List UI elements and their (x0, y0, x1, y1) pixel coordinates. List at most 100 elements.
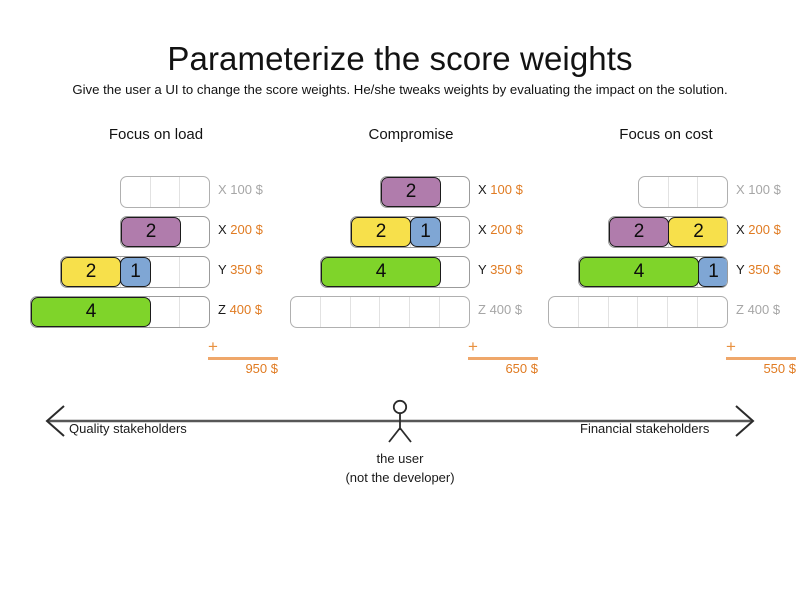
scenario-title: Focus on load (108, 126, 204, 143)
row-label-value: 350 $ (230, 262, 263, 277)
slot-gridlines (639, 177, 727, 207)
slot-tick (609, 297, 639, 327)
row-label-key: X (478, 222, 487, 237)
slot-tick (150, 257, 181, 287)
segment-blue[interactable]: 1 (120, 257, 151, 287)
weight-row-row-y-350: 4 Y 350 $ (277, 256, 545, 288)
row-label-value: 100 $ (230, 182, 263, 197)
weight-row-row-x-200: 2 X 200 $ (22, 216, 290, 248)
slot-tick (669, 177, 699, 207)
slider-fills (549, 297, 727, 327)
weight-slider-track[interactable] (120, 176, 210, 208)
segment-value: 2 (405, 181, 417, 202)
segment-value: 4 (85, 301, 97, 322)
segment-blue[interactable]: 1 (410, 217, 441, 247)
slot-tick (579, 297, 609, 327)
user-caption-line1: the user (376, 451, 424, 466)
segment-value: 4 (375, 261, 387, 282)
segment-purple[interactable]: 2 (381, 177, 441, 207)
slider-fills (121, 177, 209, 207)
row-label: Y 350 $ (478, 262, 523, 277)
page-title: Parameterize the score weights (167, 40, 633, 78)
weight-row-row-z-400: Z 400 $ (277, 296, 545, 328)
row-label: X 100 $ (478, 182, 523, 197)
segment-purple[interactable]: 2 (121, 217, 181, 247)
axis-label-quality: Quality stakeholders (69, 421, 187, 436)
sum-rule-divider (726, 357, 796, 360)
row-label: Y 350 $ (218, 262, 263, 277)
weight-slider-track[interactable]: 4 (30, 296, 210, 328)
segment-green[interactable]: 4 (321, 257, 441, 287)
scenario-title: Focus on cost (619, 126, 713, 143)
sum-block: +950 $ (208, 338, 278, 380)
segment-green[interactable]: 4 (579, 257, 699, 287)
segment-value: 2 (633, 221, 645, 242)
slider-fills: 2 (121, 217, 209, 247)
weight-row-row-x-100: X 100 $ (22, 176, 290, 208)
segment-yellow[interactable]: 2 (61, 257, 121, 287)
sum-block: +550 $ (726, 338, 796, 380)
segment-value: 2 (375, 221, 387, 242)
sum-rule-divider (468, 357, 538, 360)
slider-fills (639, 177, 727, 207)
stakeholder-axis: Quality stakeholders Financial stakehold… (0, 390, 800, 500)
row-label: Z 400 $ (218, 302, 262, 317)
segment-value: 1 (420, 221, 431, 242)
axis-arrow-icon (45, 399, 755, 443)
row-label: X 100 $ (736, 182, 781, 197)
segment-purple[interactable]: 2 (609, 217, 669, 247)
scenario-title: Compromise (368, 126, 454, 143)
sum-plus-icon: + (726, 337, 736, 356)
row-label-value: 200 $ (748, 222, 781, 237)
user-stick-figure-icon (388, 399, 412, 443)
weight-slider-track[interactable] (290, 296, 470, 328)
sum-total: 650 $ (505, 361, 538, 376)
row-label: Y 350 $ (736, 262, 781, 277)
row-label: Z 400 $ (478, 302, 522, 317)
segment-blue[interactable]: 1 (698, 257, 727, 287)
weight-slider-track[interactable] (638, 176, 728, 208)
row-label-key: X (736, 222, 745, 237)
slot-tick (410, 297, 441, 327)
weight-slider-track[interactable] (548, 296, 728, 328)
sum-total: 950 $ (245, 361, 278, 376)
weight-slider-track[interactable]: 2 (120, 216, 210, 248)
row-label-key: X (736, 182, 745, 197)
slot-tick (380, 297, 411, 327)
weight-slider-track[interactable]: 4 (320, 256, 470, 288)
weight-slider-track[interactable]: 2 (380, 176, 470, 208)
slot-gridlines (291, 297, 469, 327)
weight-row-row-x-100: X 100 $ (532, 176, 800, 208)
row-label: X 200 $ (218, 222, 263, 237)
slot-tick (291, 297, 321, 327)
sum-block: +650 $ (468, 338, 538, 380)
segment-value: 2 (85, 261, 97, 282)
row-label-key: Z (736, 302, 744, 317)
segment-value: 1 (130, 261, 141, 282)
row-label-value: 100 $ (748, 182, 781, 197)
row-label: X 200 $ (478, 222, 523, 237)
slider-fills: 2 (381, 177, 469, 207)
row-label-key: Z (478, 302, 486, 317)
row-label-key: Y (478, 262, 487, 277)
weight-row-row-z-400: 4 Z 400 $ (22, 296, 290, 328)
segment-green[interactable]: 4 (31, 297, 151, 327)
segment-value: 2 (693, 221, 704, 242)
row-label: X 200 $ (736, 222, 781, 237)
segment-yellow[interactable]: 2 (351, 217, 411, 247)
slider-fills (291, 297, 469, 327)
slider-fills: 4 (31, 297, 209, 327)
row-label-key: Z (218, 302, 226, 317)
segment-yellow[interactable]: 2 (668, 217, 727, 247)
slot-tick (549, 297, 579, 327)
